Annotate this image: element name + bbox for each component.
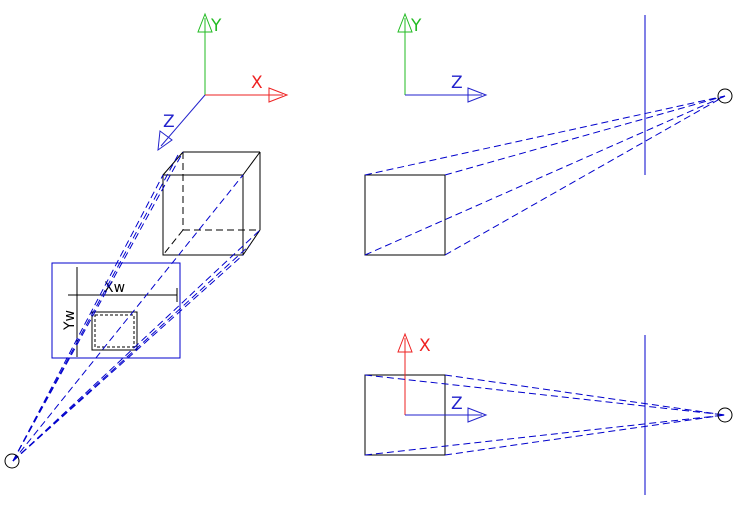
side-z-label: Z (451, 73, 463, 93)
top-projection-rays (364, 374, 726, 456)
side-z-arrowhead (467, 87, 488, 103)
iso-axes: Y X Z (157, 12, 289, 152)
yw-label: Yw (62, 310, 78, 331)
top-z-label: Z (451, 394, 463, 414)
iso-y-arrowhead (197, 12, 213, 33)
top-z-arrowhead (467, 407, 488, 423)
side-projection-rays (364, 95, 726, 256)
iso-x-label: X (251, 73, 263, 93)
iso-z-arrowhead (157, 130, 173, 152)
top-eye-point (717, 407, 733, 423)
iso-cube (162, 151, 261, 256)
side-y-arrowhead (397, 12, 413, 33)
iso-eye-point (4, 453, 20, 469)
iso-x-arrowhead (268, 87, 289, 103)
top-x-arrowhead (397, 332, 413, 353)
iso-projection-rays (12, 151, 261, 462)
side-axes: Y Z (397, 12, 488, 103)
top-x-label: X (419, 336, 431, 356)
iso-y-label: Y (210, 16, 222, 36)
side-cube (364, 174, 446, 256)
top-axes: X Z (397, 332, 488, 423)
xw-label: Xw (104, 280, 125, 296)
side-y-label: Y (410, 16, 422, 36)
side-eye-point (717, 88, 733, 104)
iso-z-label: Z (163, 112, 175, 132)
